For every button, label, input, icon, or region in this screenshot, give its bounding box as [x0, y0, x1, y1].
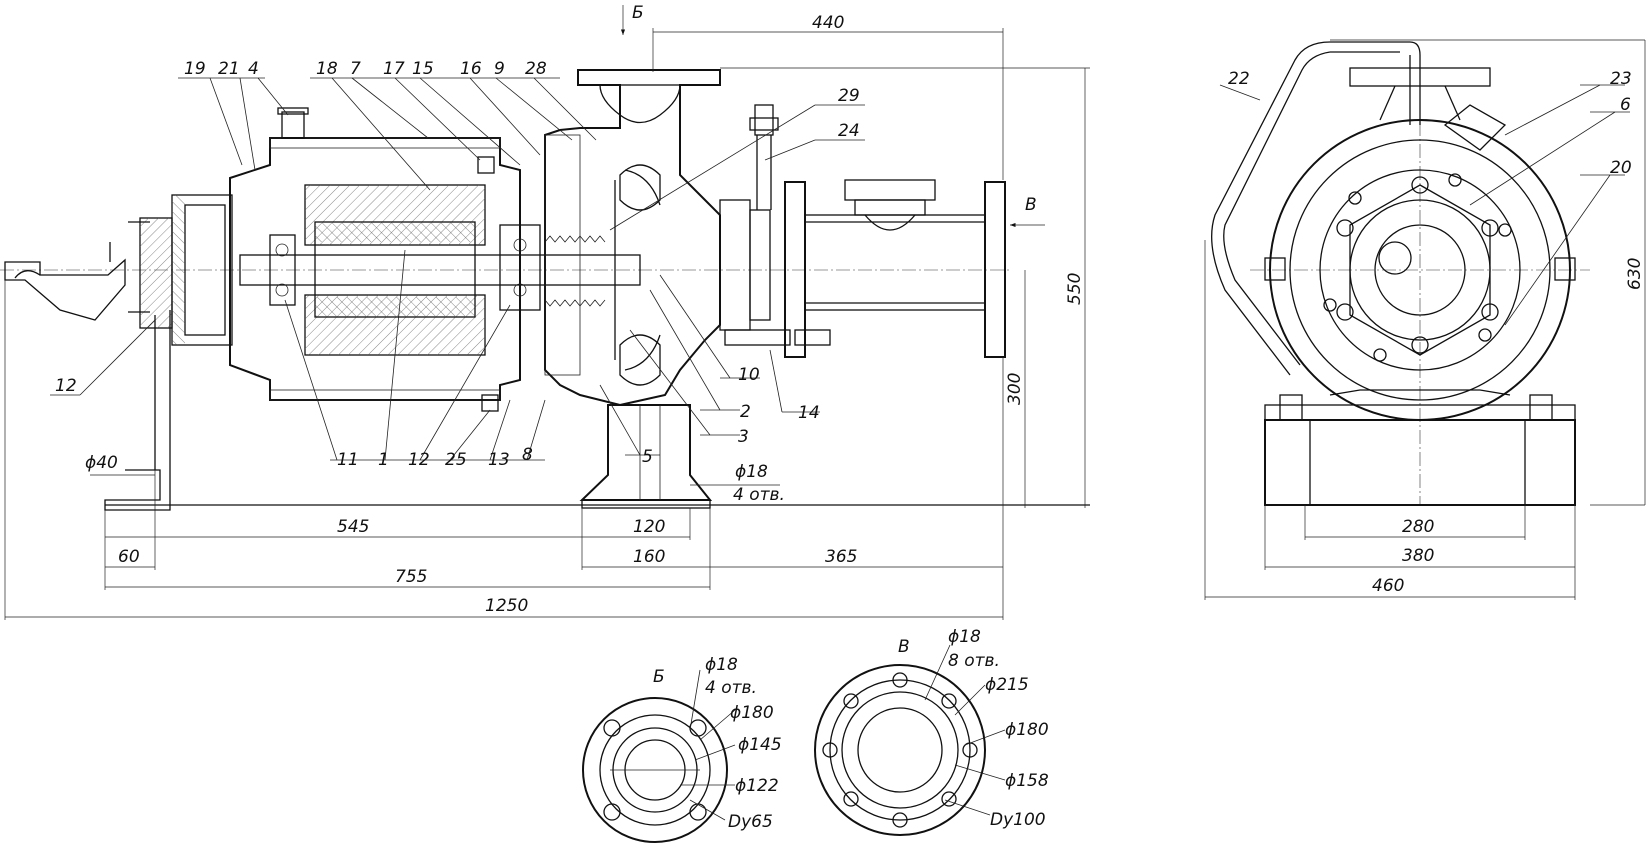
callout-18: 18	[316, 59, 338, 79]
flange-v-labels: В ϕ18 8 отв. ϕ215 ϕ180 ϕ158 Dy100	[898, 627, 1049, 830]
callout-5: 5	[642, 447, 653, 467]
callout-12-bottom: 12	[408, 450, 430, 470]
marker-v: В	[1025, 195, 1037, 215]
dim-630: 630	[1625, 258, 1645, 290]
callout-20: 20	[1610, 158, 1632, 178]
callout-1: 1	[378, 450, 389, 470]
flange-v-d158: ϕ158	[1005, 771, 1049, 791]
flange-b-title: Б	[653, 667, 665, 687]
dim-365: 365	[825, 547, 857, 567]
callout-29: 29	[838, 86, 860, 106]
dim-755: 755	[395, 567, 427, 587]
dimension-lines	[4, 5, 1090, 620]
flange-b-labels: Б ϕ18 4 отв. ϕ180 ϕ145 ϕ122 Dy65	[653, 655, 782, 832]
callout-2: 2	[740, 402, 751, 422]
dim-380: 380	[1402, 546, 1434, 566]
callout-9: 9	[494, 59, 505, 79]
callout-leaders	[50, 77, 865, 461]
dim-280: 280	[1402, 517, 1434, 537]
callout-12-left: 12	[55, 376, 77, 396]
flange-v-dn: Dy100	[990, 810, 1046, 830]
callout-23: 23	[1610, 69, 1632, 89]
callout-13: 13	[488, 450, 510, 470]
callout-28: 28	[525, 59, 547, 79]
flange-v-holes: 8 отв.	[948, 651, 1000, 671]
flange-b-d122: ϕ122	[735, 776, 779, 796]
dim-120: 120	[633, 517, 665, 537]
dim-d40: ϕ40	[85, 453, 118, 473]
dim-160: 160	[633, 547, 665, 567]
flange-v-d215: ϕ215	[985, 675, 1029, 695]
callout-16: 16	[460, 59, 482, 79]
flange-b-dn: Dy65	[728, 812, 773, 832]
callout-19: 19	[184, 59, 206, 79]
callout-7: 7	[350, 59, 361, 79]
flange-v-view	[814, 644, 1006, 836]
callout-8: 8	[522, 445, 533, 465]
side-view	[1204, 39, 1646, 600]
flange-v-title: В	[898, 637, 910, 657]
flange-b-view	[582, 669, 736, 843]
callout-22: 22	[1228, 69, 1250, 89]
dim-60: 60	[118, 547, 140, 567]
marker-b: Б	[632, 3, 644, 23]
callout-3: 3	[738, 427, 749, 447]
dim-550: 550	[1065, 273, 1085, 305]
callout-25: 25	[445, 450, 467, 470]
dim-545: 545	[337, 517, 369, 537]
callout-15: 15	[412, 59, 434, 79]
dim-d18: ϕ18	[735, 462, 768, 482]
callout-labels: 19 21 4 18 7 17 15 16 9 28 29 24 12 11 1…	[55, 59, 1632, 470]
flange-v-d180: ϕ180	[1005, 720, 1049, 740]
callout-10: 10	[738, 365, 760, 385]
dim-440: 440	[812, 13, 844, 33]
dim-4-holes: 4 отв.	[733, 485, 785, 505]
callout-17: 17	[383, 59, 405, 79]
callout-6: 6	[1620, 95, 1631, 115]
callout-14: 14	[798, 403, 820, 423]
dimension-labels: 440 550 300 ϕ40 545 60 755 1250 120 160 …	[85, 3, 1645, 616]
dim-460: 460	[1372, 576, 1404, 596]
flange-b-hole: ϕ18	[705, 655, 738, 675]
callout-4: 4	[248, 59, 259, 79]
main-section-view	[0, 69, 1090, 511]
dim-1250: 1250	[485, 596, 528, 616]
callout-24: 24	[838, 121, 860, 141]
flange-b-holes: 4 отв.	[705, 678, 757, 698]
flange-b-d180: ϕ180	[730, 703, 774, 723]
flange-v-hole: ϕ18	[948, 627, 981, 647]
flange-b-d145: ϕ145	[738, 735, 782, 755]
callout-11: 11	[337, 450, 359, 470]
dim-300: 300	[1005, 373, 1025, 405]
callout-21: 21	[218, 59, 240, 79]
